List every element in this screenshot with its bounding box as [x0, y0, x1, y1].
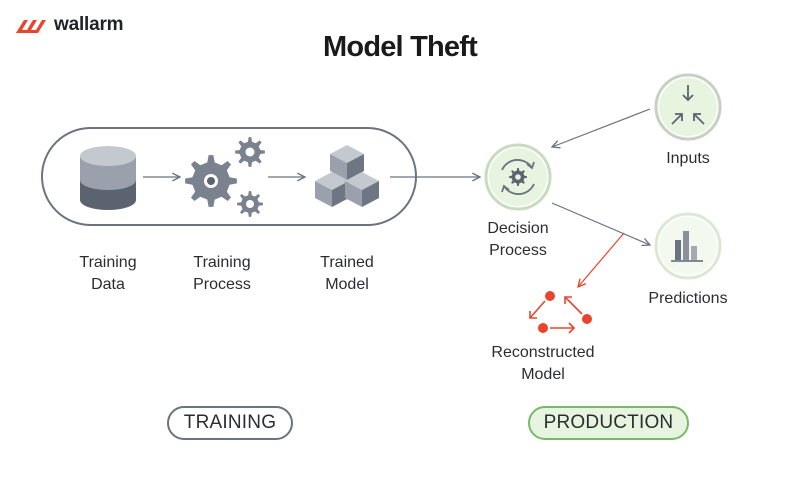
database-icon: [80, 146, 136, 210]
gear-small-bottom-icon: [237, 191, 263, 217]
training-data-label: Training Data: [79, 254, 137, 293]
refresh-gear-icon: [484, 143, 552, 211]
decision-process-label: Decision Process: [487, 220, 549, 259]
bar-chart-icon: [654, 212, 722, 280]
training-process-label: Training Process: [193, 254, 251, 293]
brand-name: wallarm: [54, 14, 124, 35]
predictions-label: Predictions: [648, 290, 728, 307]
reconstructed-model-label: Reconstructed Model: [491, 344, 595, 383]
training-section-badge: TRAINING: [167, 406, 293, 440]
decision-gear-icon: [509, 168, 527, 186]
arrow-inputs-to-decision: [552, 108, 651, 147]
production-section-badge: PRODUCTION: [528, 406, 689, 440]
page-title: Model Theft: [323, 31, 478, 63]
trained-model-label: Trained Model: [320, 254, 374, 293]
gear-small-top-icon: [235, 137, 265, 167]
gear-hub: [207, 177, 215, 185]
arrow-theft-to-reconstructed: [578, 232, 625, 287]
gears-icon: [185, 137, 265, 217]
inputs-label: Inputs: [666, 150, 710, 167]
brand: wallarm: [16, 13, 124, 37]
triangle-nodes-icon: [529, 291, 592, 334]
wallarm-logo-icon: [16, 20, 46, 33]
arrows-inward-icon: [654, 73, 722, 141]
arrow-decision-to-predictions: [551, 202, 650, 245]
cubes-icon: [315, 145, 379, 207]
